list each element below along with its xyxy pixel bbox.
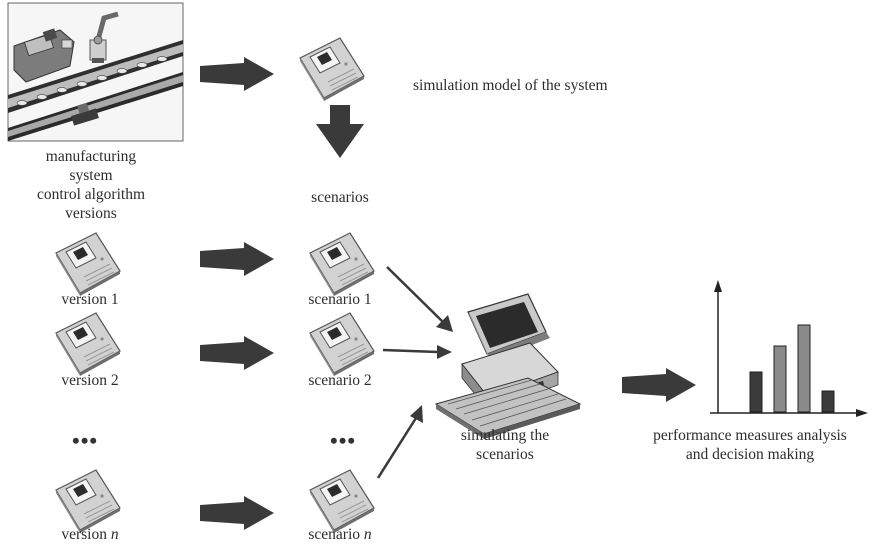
floppy-disk-icon <box>309 312 375 377</box>
system-caption-line: manufacturing <box>45 148 137 165</box>
floppy-disk-icon <box>309 232 375 297</box>
scenario-label-index: 1 <box>363 291 372 308</box>
ellipsis: ••• <box>330 428 357 453</box>
floppy-disk-icon <box>55 232 121 297</box>
arrow-icon <box>200 57 274 91</box>
system-caption-line: versions <box>65 205 117 222</box>
floppy-disk-icon <box>55 469 121 534</box>
scenario-label: scenario 2 <box>290 371 390 390</box>
arrow-icon <box>376 266 453 479</box>
chart-bar <box>773 345 787 413</box>
scenario-label: scenario 1 <box>290 290 390 309</box>
arrow-icon <box>622 368 696 402</box>
bar-chart-icon <box>710 280 868 417</box>
analysis-caption-line: performance measures analysis <box>653 427 847 444</box>
arrow-icon <box>316 105 364 158</box>
scenarios-heading: scenarios <box>311 189 369 206</box>
factory-photo-icon <box>7 2 184 142</box>
analysis-caption: performance measures analysis and decisi… <box>622 426 878 464</box>
system-caption-line: system <box>69 167 113 184</box>
version-label: version 1 <box>40 290 140 309</box>
model-caption: simulation model of the system <box>413 77 608 94</box>
ellipsis: ••• <box>72 428 99 453</box>
chart-bar <box>797 324 811 413</box>
scenario-label-index: 2 <box>363 372 372 389</box>
computer-icon <box>434 293 582 439</box>
computer-caption-line: simulating the <box>460 427 550 444</box>
scenario-label-prefix: scenario <box>308 526 364 543</box>
version-label-index: 2 <box>110 372 119 389</box>
system-caption: manufacturing system control algorithm v… <box>10 147 172 223</box>
arrow-icon <box>200 496 274 530</box>
scenario-label: scenario n <box>290 525 390 544</box>
arrow-icon <box>200 242 274 276</box>
floppy-disk-icon <box>55 312 121 377</box>
version-label-prefix: version <box>61 526 111 543</box>
version-label-index: n <box>110 526 119 543</box>
computer-caption: simulating the scenarios <box>430 426 580 464</box>
version-label: version 2 <box>40 371 140 390</box>
scenario-label-prefix: scenario <box>308 372 364 389</box>
floppy-disk-icon <box>299 37 365 102</box>
version-label: version n <box>40 525 140 544</box>
arrow-icon <box>200 336 274 370</box>
analysis-caption-line: and decision making <box>685 446 815 463</box>
floppy-disk-icon <box>309 469 375 534</box>
scenario-label-index: n <box>363 526 372 543</box>
version-label-prefix: version <box>61 372 111 389</box>
version-label-prefix: version <box>61 291 111 308</box>
computer-caption-line: scenarios <box>476 446 534 463</box>
version-label-index: 1 <box>110 291 119 308</box>
chart-bar <box>821 390 835 413</box>
chart-bar <box>749 371 763 413</box>
scenario-label-prefix: scenario <box>308 291 364 308</box>
system-caption-line: control algorithm <box>36 186 146 203</box>
